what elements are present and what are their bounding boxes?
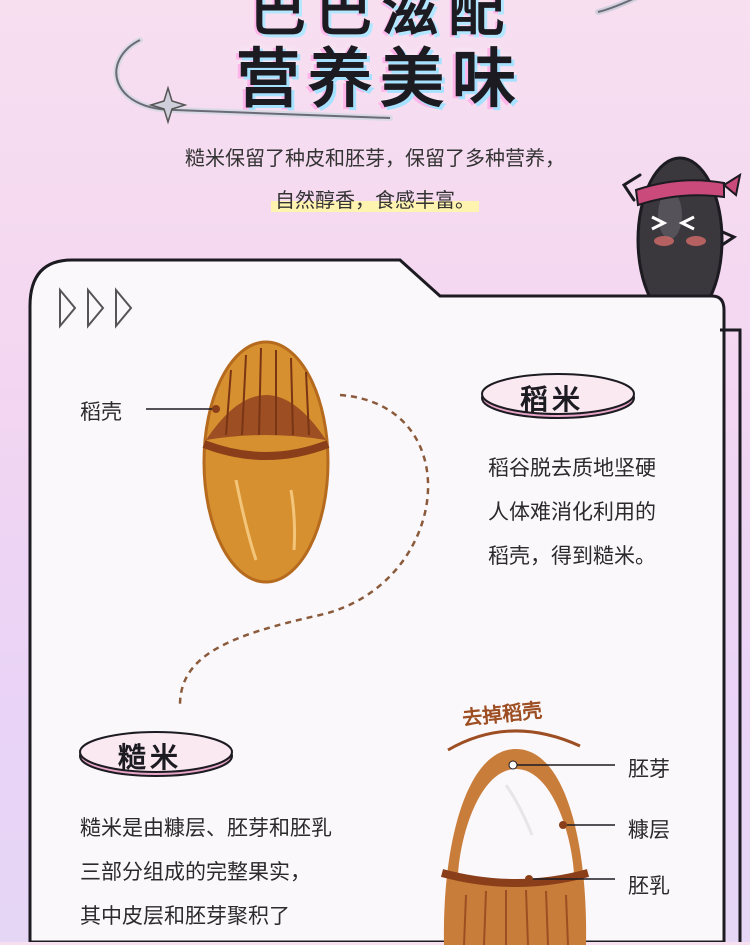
paddy-desc-2: 人体难消化利用的 bbox=[488, 500, 656, 524]
bran-label: 糠层 bbox=[628, 818, 670, 842]
dashed-connector bbox=[178, 393, 430, 706]
subtitle-line-1: 糙米保留了种皮和胚芽，保留了多种营养， bbox=[185, 146, 565, 170]
remove-husk-arc bbox=[447, 729, 581, 752]
brown-rice-desc-3: 其中皮层和胚芽聚积了 bbox=[80, 904, 290, 928]
brown-rice-badge-bg bbox=[79, 731, 233, 777]
headline-top-partial: 巴巴滋配 bbox=[250, 0, 514, 44]
brown-rice-illustration bbox=[440, 749, 590, 945]
brown-rice-badge: 糙米 bbox=[118, 741, 183, 774]
brown-rice-desc-1: 糙米是由糠层、胚芽和胚乳 bbox=[80, 816, 332, 840]
endosperm-label: 胚乳 bbox=[628, 874, 670, 898]
headline: 营养美味 bbox=[236, 43, 524, 117]
paddy-desc-1: 稻谷脱去质地坚硬 bbox=[488, 456, 656, 480]
arrow-decoration-icon bbox=[59, 287, 133, 329]
brown-rice-desc-2: 三部分组成的完整果实， bbox=[80, 860, 311, 884]
husk-pointer bbox=[146, 405, 220, 413]
paddy-grain-illustration bbox=[202, 340, 330, 584]
paddy-desc-3: 稻壳，得到糙米。 bbox=[488, 544, 656, 568]
paddy-badge-bg bbox=[481, 373, 635, 419]
subtitle-line-2: 自然醇香，食感丰富。 bbox=[0, 184, 750, 213]
brown-rice-pointers bbox=[508, 760, 615, 883]
header-decoration bbox=[113, 0, 639, 125]
husk-label: 稻壳 bbox=[80, 400, 122, 424]
embryo-label: 胚芽 bbox=[628, 757, 670, 781]
sparkle-icon bbox=[148, 85, 188, 125]
paddy-badge: 稻米 bbox=[520, 383, 585, 416]
